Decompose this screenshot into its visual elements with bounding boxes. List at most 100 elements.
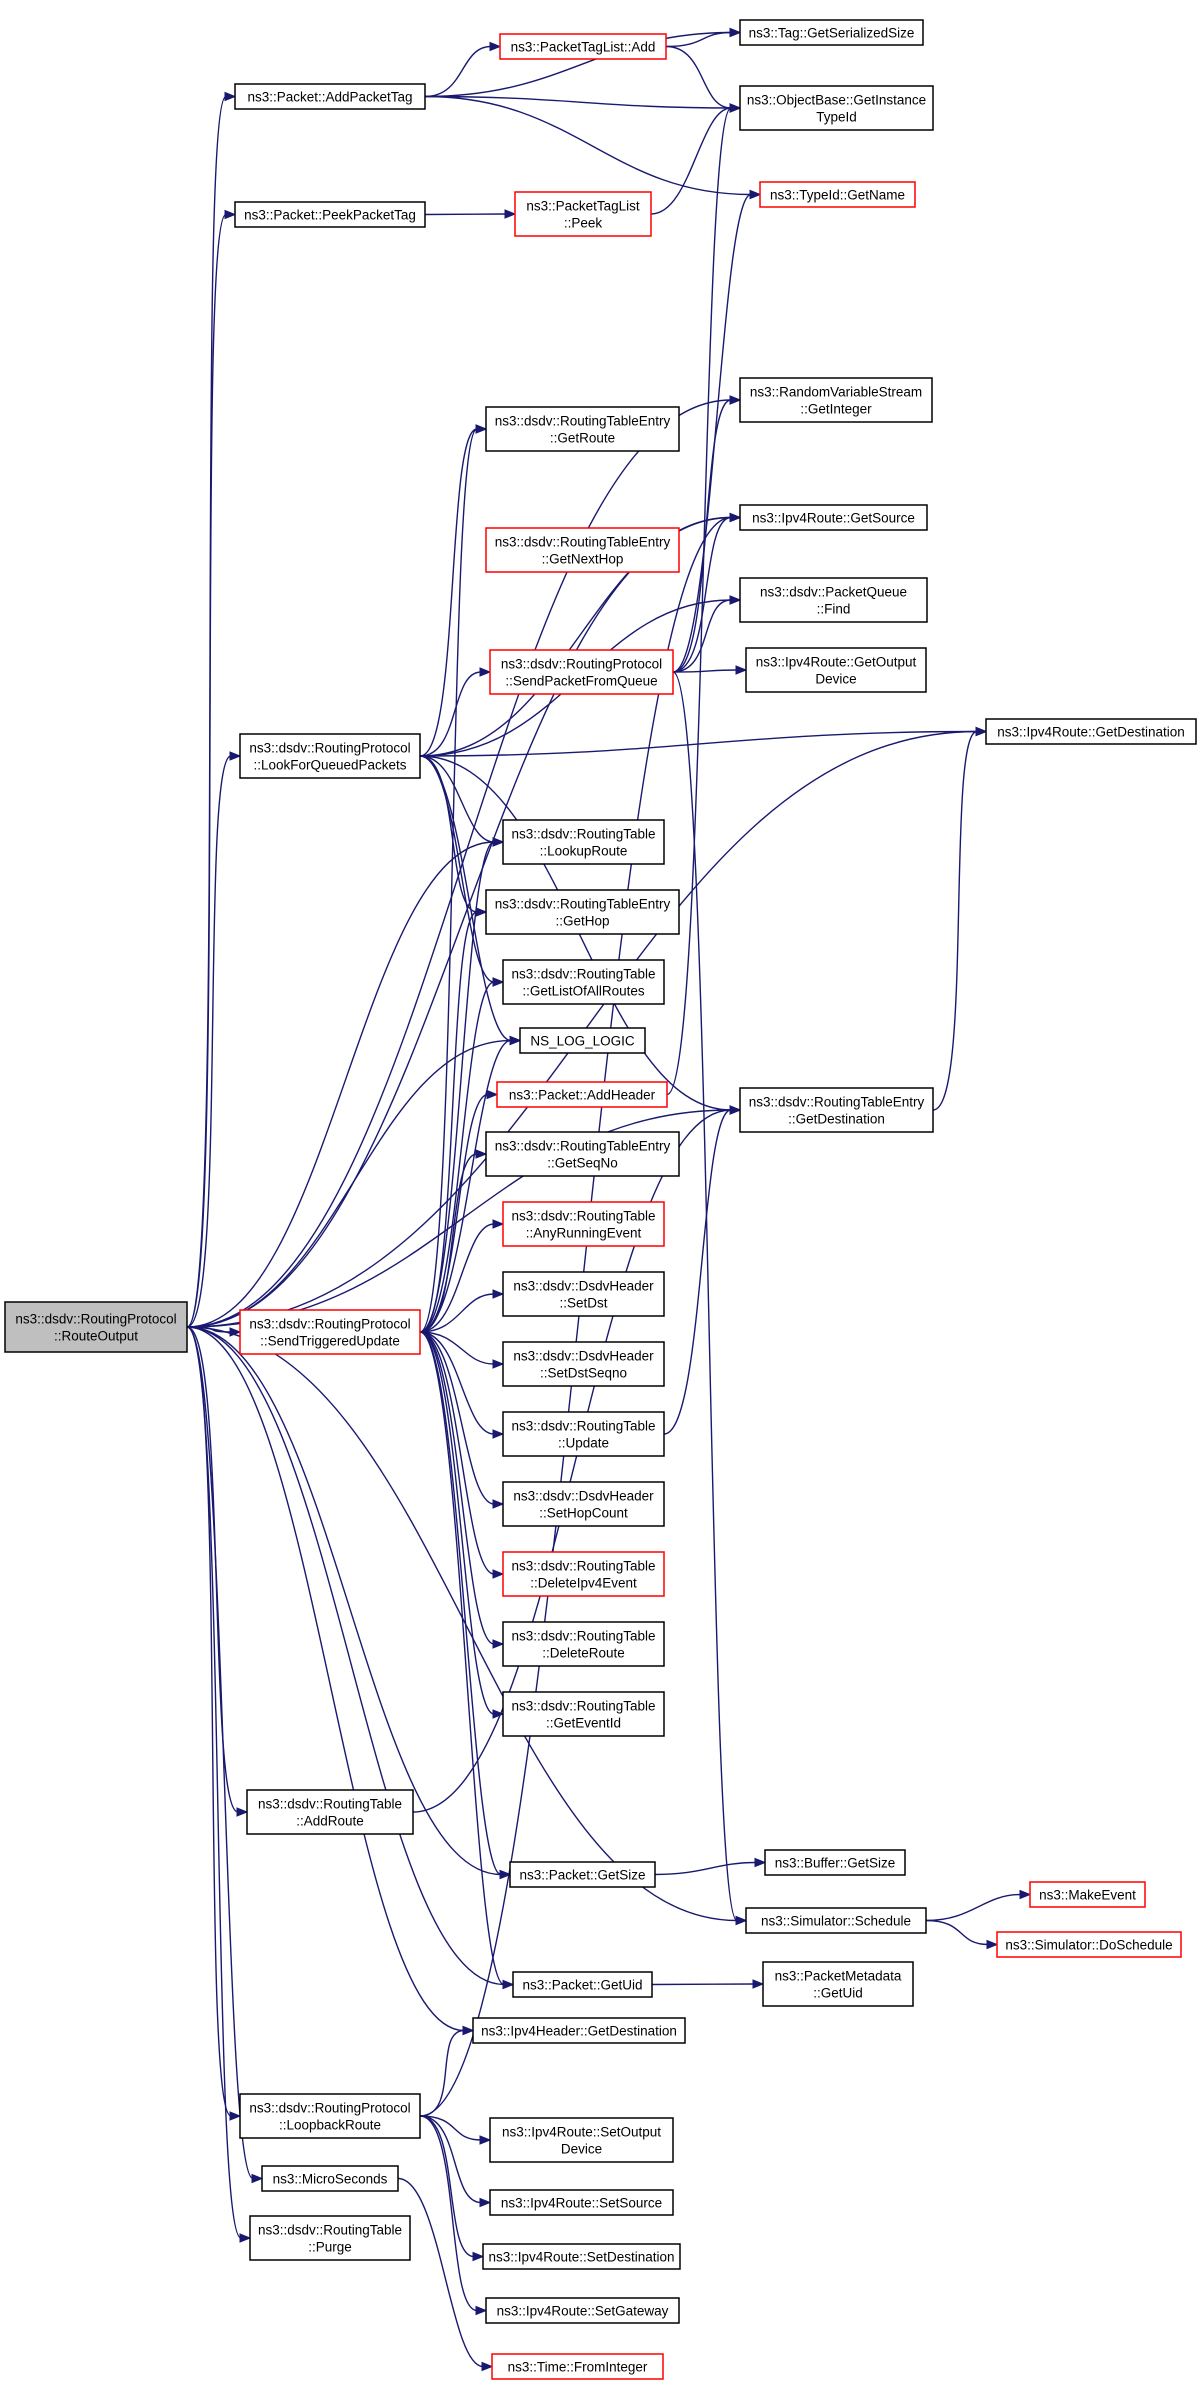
edges-layer <box>186 27 1032 2372</box>
node-box <box>491 2353 664 2380</box>
node-look-for-queued[interactable]: ns3::dsdv::RoutingProtocol::LookForQueue… <box>239 733 421 779</box>
node-label: ns3::PacketTagList::Add <box>511 40 656 55</box>
node-rt-add-route[interactable]: ns3::dsdv::RoutingTable::AddRoute <box>246 1789 414 1835</box>
node-packet-get-size[interactable]: ns3::Packet::GetSize <box>509 1861 656 1888</box>
node-ipv4-header-get-destination[interactable]: ns3::Ipv4Header::GetDestination <box>472 2017 686 2044</box>
node-label: ::Purge <box>308 2240 352 2255</box>
node-label: ns3::Packet::AddHeader <box>509 1088 656 1103</box>
edge-line <box>186 755 232 1328</box>
node-rt-delete-ipv4-event[interactable]: ns3::dsdv::RoutingTable::DeleteIpv4Event <box>502 1551 665 1597</box>
node-rt-purge[interactable]: ns3::dsdv::RoutingTable::Purge <box>249 2215 411 2261</box>
node-label: ns3::dsdv::RoutingTable <box>258 1797 402 1812</box>
edge-loopback-route-to-ipv4-route-set-gateway <box>419 2115 488 2316</box>
arrowhead <box>472 2251 485 2262</box>
node-rt-lookup-route[interactable]: ns3::dsdv::RoutingTable::LookupRoute <box>502 819 665 865</box>
node-pq-find[interactable]: ns3::dsdv::PacketQueue::Find <box>739 577 928 623</box>
node-tag-ser-size[interactable]: ns3::Tag::GetSerializedSize <box>739 19 924 46</box>
node-rvs-get-integer[interactable]: ns3::RandomVariableStream::GetInteger <box>739 377 933 423</box>
node-buffer-get-size[interactable]: ns3::Buffer::GetSize <box>764 1849 906 1876</box>
edge-send-triggered-update-to-rt-get-event-id <box>419 1331 505 1719</box>
node-label: ::GetDestination <box>788 1112 885 1127</box>
node-root[interactable]: ns3::dsdv::RoutingProtocol::RouteOutput <box>4 1301 188 1353</box>
node-rte-get-seq-no[interactable]: ns3::dsdv::RoutingTableEntry::GetSeqNo <box>485 1131 680 1177</box>
node-label: ns3::Packet::PeekPacketTag <box>244 208 416 223</box>
edge-line <box>672 193 752 673</box>
node-rte-get-destination[interactable]: ns3::dsdv::RoutingTableEntry::GetDestina… <box>739 1087 934 1133</box>
node-box <box>239 733 421 779</box>
node-ipv4-route-set-destination[interactable]: ns3::Ipv4Route::SetDestination <box>482 2243 681 2270</box>
node-ipv4-route-get-source[interactable]: ns3::Ipv4Route::GetSource <box>739 504 928 531</box>
node-ipv4-route-get-destination[interactable]: ns3::Ipv4Route::GetDestination <box>985 718 1197 745</box>
node-time-from-integer[interactable]: ns3::Time::FromInteger <box>491 2353 664 2380</box>
node-tag-list-add[interactable]: ns3::PacketTagList::Add <box>499 33 667 60</box>
node-box <box>739 1087 934 1133</box>
node-rte-get-route[interactable]: ns3::dsdv::RoutingTableEntry::GetRoute <box>485 406 680 452</box>
node-send-triggered-update[interactable]: ns3::dsdv::RoutingProtocol::SendTriggere… <box>239 1309 421 1355</box>
node-label: ::SendTriggeredUpdate <box>260 1334 400 1349</box>
node-label: TypeId <box>816 110 857 125</box>
node-rte-get-hop[interactable]: ns3::dsdv::RoutingTableEntry::GetHop <box>485 889 680 935</box>
node-packet-add-header[interactable]: ns3::Packet::AddHeader <box>496 1081 668 1108</box>
node-loopback-route[interactable]: ns3::dsdv::RoutingProtocol::LoopbackRout… <box>239 2093 421 2139</box>
edge-add-packet-tag-to-tag-list-add <box>424 41 502 98</box>
node-tag-list-peek[interactable]: ns3::PacketTagList::Peek <box>514 191 652 237</box>
arrowhead <box>492 837 505 847</box>
edge-add-packet-tag-to-type-id-name <box>424 95 762 200</box>
node-ipv4-route-set-gateway[interactable]: ns3::Ipv4Route::SetGateway <box>485 2297 680 2324</box>
edge-line <box>932 730 978 1111</box>
node-label: ns3::PacketTagList <box>526 199 640 214</box>
node-pm-get-uid[interactable]: ns3::PacketMetadata::GetUid <box>762 1961 914 2007</box>
arrowhead <box>492 1359 505 1369</box>
arrowhead <box>475 424 488 434</box>
edge-line <box>651 1983 755 1986</box>
node-box <box>239 1309 421 1355</box>
node-rte-get-next-hop[interactable]: ns3::dsdv::RoutingTableEntry::GetNextHop <box>485 527 680 573</box>
edge-line <box>654 1861 757 1876</box>
edge-line <box>419 2115 482 2204</box>
node-type-id-name[interactable]: ns3::TypeId::GetName <box>759 181 916 208</box>
node-label: ::GetEventId <box>546 1716 621 1731</box>
node-packet-get-uid[interactable]: ns3::Packet::GetUid <box>512 1971 653 1998</box>
node-rt-update[interactable]: ns3::dsdv::RoutingTable::Update <box>502 1411 665 1457</box>
edge-loopback-route-to-ipv4-route-set-source <box>419 2115 492 2208</box>
node-ns-log-logic[interactable]: NS_LOG_LOGIC <box>519 1027 646 1054</box>
edge-send-triggered-update-to-rte-get-seq-no <box>419 1149 488 1333</box>
node-box <box>489 2117 674 2163</box>
node-dh-set-dst[interactable]: ns3::dsdv::DsdvHeader::SetDst <box>502 1271 665 1317</box>
node-rt-get-list-of-all-routes[interactable]: ns3::dsdv::RoutingTable::GetListOfAllRou… <box>502 959 665 1005</box>
node-add-packet-tag[interactable]: ns3::Packet::AddPacketTag <box>234 83 426 110</box>
node-peek-packet-tag[interactable]: ns3::Packet::PeekPacketTag <box>234 201 426 228</box>
node-label: ::SetHopCount <box>539 1506 628 1521</box>
node-dh-set-dst-seqno[interactable]: ns3::dsdv::DsdvHeader::SetDstSeqno <box>502 1341 665 1387</box>
node-rt-get-event-id[interactable]: ns3::dsdv::RoutingTable::GetEventId <box>502 1691 665 1737</box>
arrowhead <box>729 103 742 113</box>
node-label: ::AddRoute <box>296 1814 364 1829</box>
node-box <box>502 1621 665 1667</box>
arrowhead <box>735 665 748 675</box>
node-make-event[interactable]: ns3::MakeEvent <box>1029 1881 1146 1908</box>
node-rt-delete-route[interactable]: ns3::dsdv::RoutingTable::DeleteRoute <box>502 1621 665 1667</box>
node-label: ns3::TypeId::GetName <box>770 188 905 203</box>
node-box <box>745 647 927 693</box>
node-label: ns3::dsdv::RoutingTable <box>511 827 655 842</box>
node-label: ns3::PacketMetadata <box>775 1969 902 1984</box>
node-label: ns3::MicroSeconds <box>273 2172 388 2187</box>
arrowhead <box>509 1035 522 1046</box>
node-dh-set-hop-count[interactable]: ns3::dsdv::DsdvHeader::SetHopCount <box>502 1481 665 1527</box>
node-send-packet-from-queue[interactable]: ns3::dsdv::RoutingProtocol::SendPacketFr… <box>489 649 674 695</box>
node-box <box>499 33 667 60</box>
node-box <box>502 959 665 1005</box>
edge-line <box>419 755 512 1042</box>
node-box <box>502 1481 665 1527</box>
node-label: ::LookForQueuedPackets <box>253 758 406 773</box>
node-sim-do-schedule[interactable]: ns3::Simulator::DoSchedule <box>996 1931 1182 1958</box>
arrowhead <box>986 1939 999 1950</box>
node-ipv4-route-set-source[interactable]: ns3::Ipv4Route::SetSource <box>489 2189 674 2216</box>
node-sim-schedule[interactable]: ns3::Simulator::Schedule <box>745 1907 927 1934</box>
node-micro-seconds[interactable]: ns3::MicroSeconds <box>261 2165 399 2192</box>
arrowhead <box>479 667 492 677</box>
node-rt-any-running-event[interactable]: ns3::dsdv::RoutingTable::AnyRunningEvent <box>502 1201 665 1247</box>
